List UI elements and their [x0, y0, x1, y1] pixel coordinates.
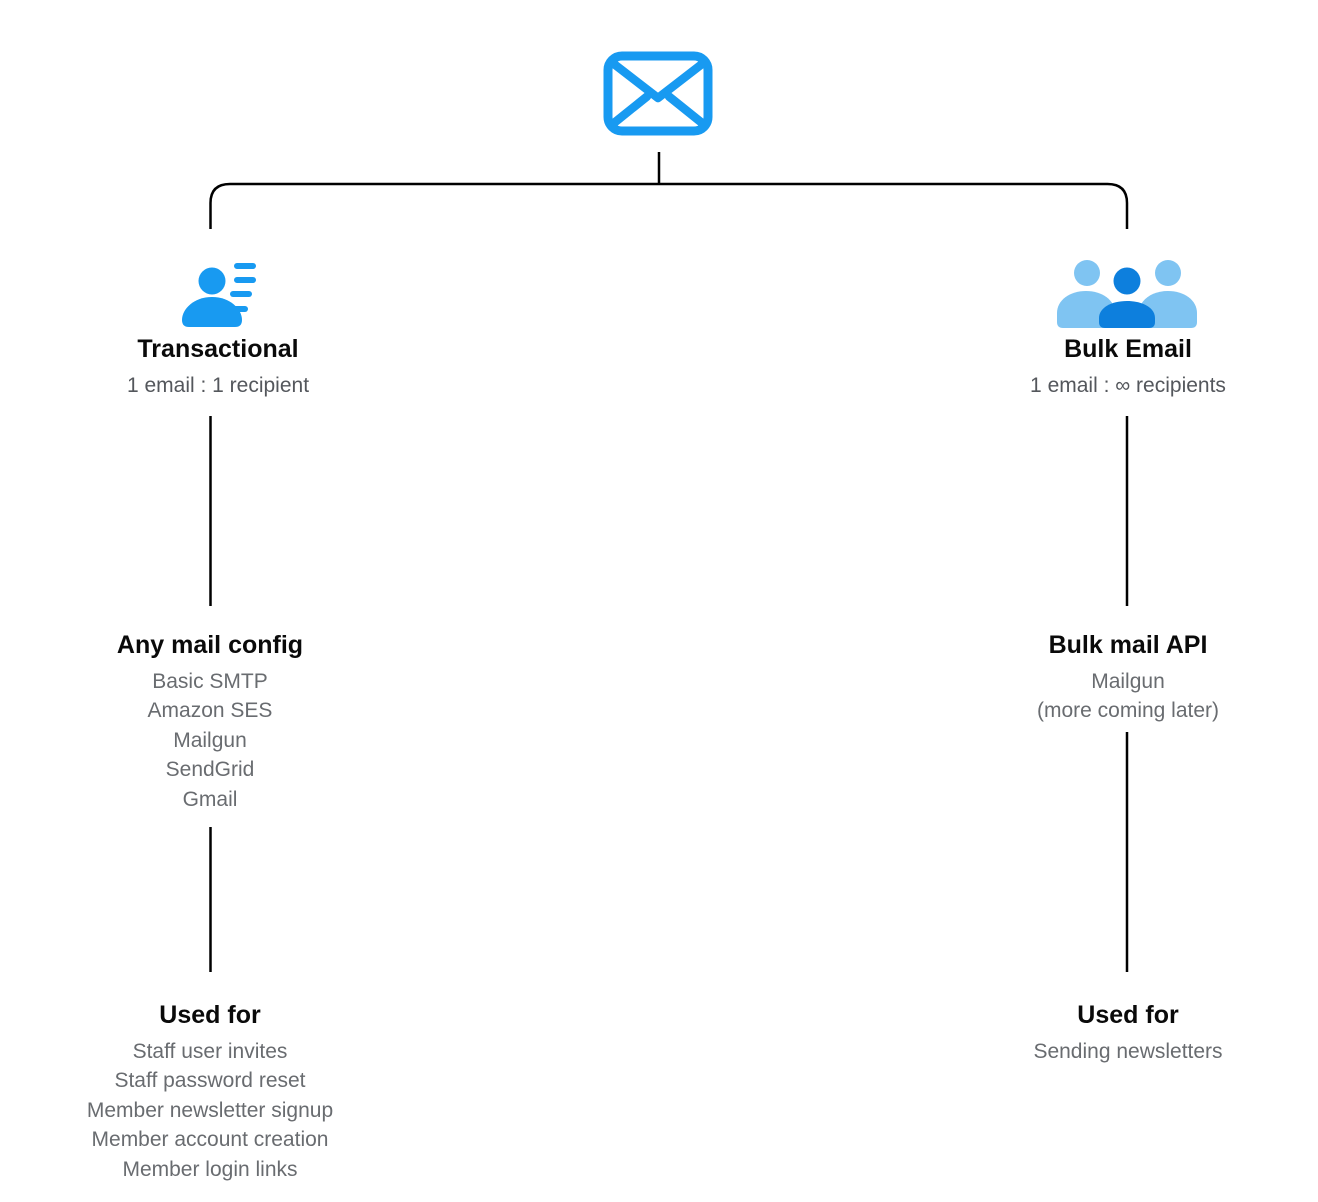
list-item: Member account creation [91, 1128, 329, 1152]
person-detail-icon [182, 263, 256, 327]
section-heading: Any mail config [116, 631, 304, 659]
email-envelope-icon [603, 51, 713, 136]
list-item: Staff user invites [132, 1040, 288, 1063]
list-item: Staff password reset [114, 1069, 306, 1093]
list-item: (more coming later) [1036, 699, 1220, 723]
section-heading: Used for [159, 1001, 261, 1029]
list-item: Mailgun [173, 728, 247, 752]
list-item: Basic SMTP [152, 670, 268, 693]
section-items: Mailgun (more coming later) [1037, 667, 1219, 726]
people-group-icon [1057, 260, 1197, 328]
branch-bracket-line [209, 182, 1129, 229]
list-item: Member newsletter signup [86, 1098, 334, 1122]
section-heading: Used for [1077, 1001, 1179, 1029]
list-item: Sending newsletters [1033, 1040, 1223, 1063]
section-heading: Bulk mail API [1048, 631, 1208, 659]
branch-title: Bulk Email [1064, 335, 1192, 363]
branch-subtitle: 1 email : 1 recipient [126, 374, 310, 397]
list-item: SendGrid [165, 758, 255, 782]
list-item: Gmail [182, 787, 238, 811]
list-item: Amazon SES [147, 699, 273, 723]
section-items: Sending newsletters [1033, 1037, 1222, 1066]
branch-subtitle: 1 email : ∞ recipients [1030, 374, 1226, 397]
list-item: Member login links [122, 1157, 298, 1181]
list-item: Mailgun [1091, 670, 1165, 693]
branch-title: Transactional [137, 335, 299, 363]
